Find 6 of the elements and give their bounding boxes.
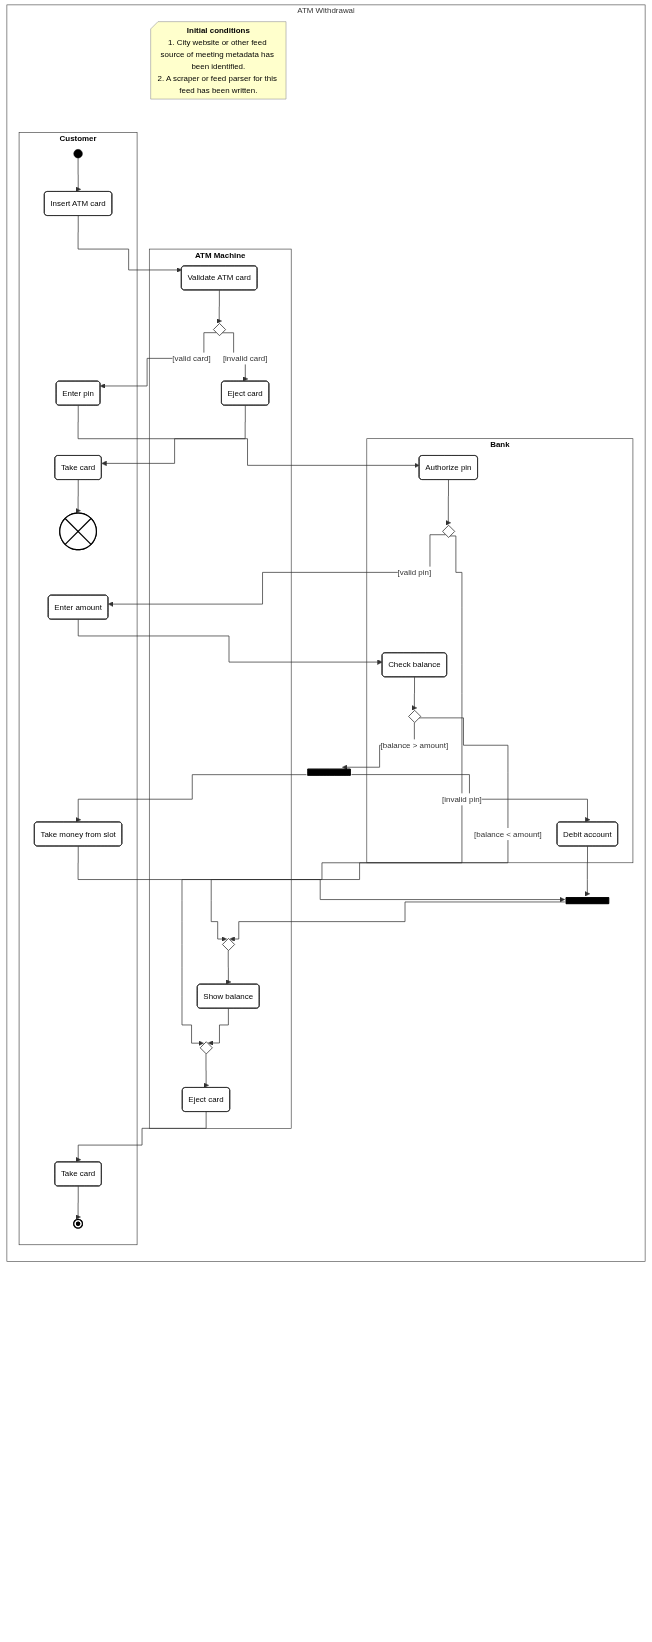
node-diamond — [408, 709, 422, 723]
node-circle — [73, 149, 83, 159]
node-diamond — [442, 524, 456, 538]
node-diamond — [199, 1041, 213, 1055]
node-diamond — [222, 938, 236, 951]
node-diamond — [213, 323, 226, 337]
